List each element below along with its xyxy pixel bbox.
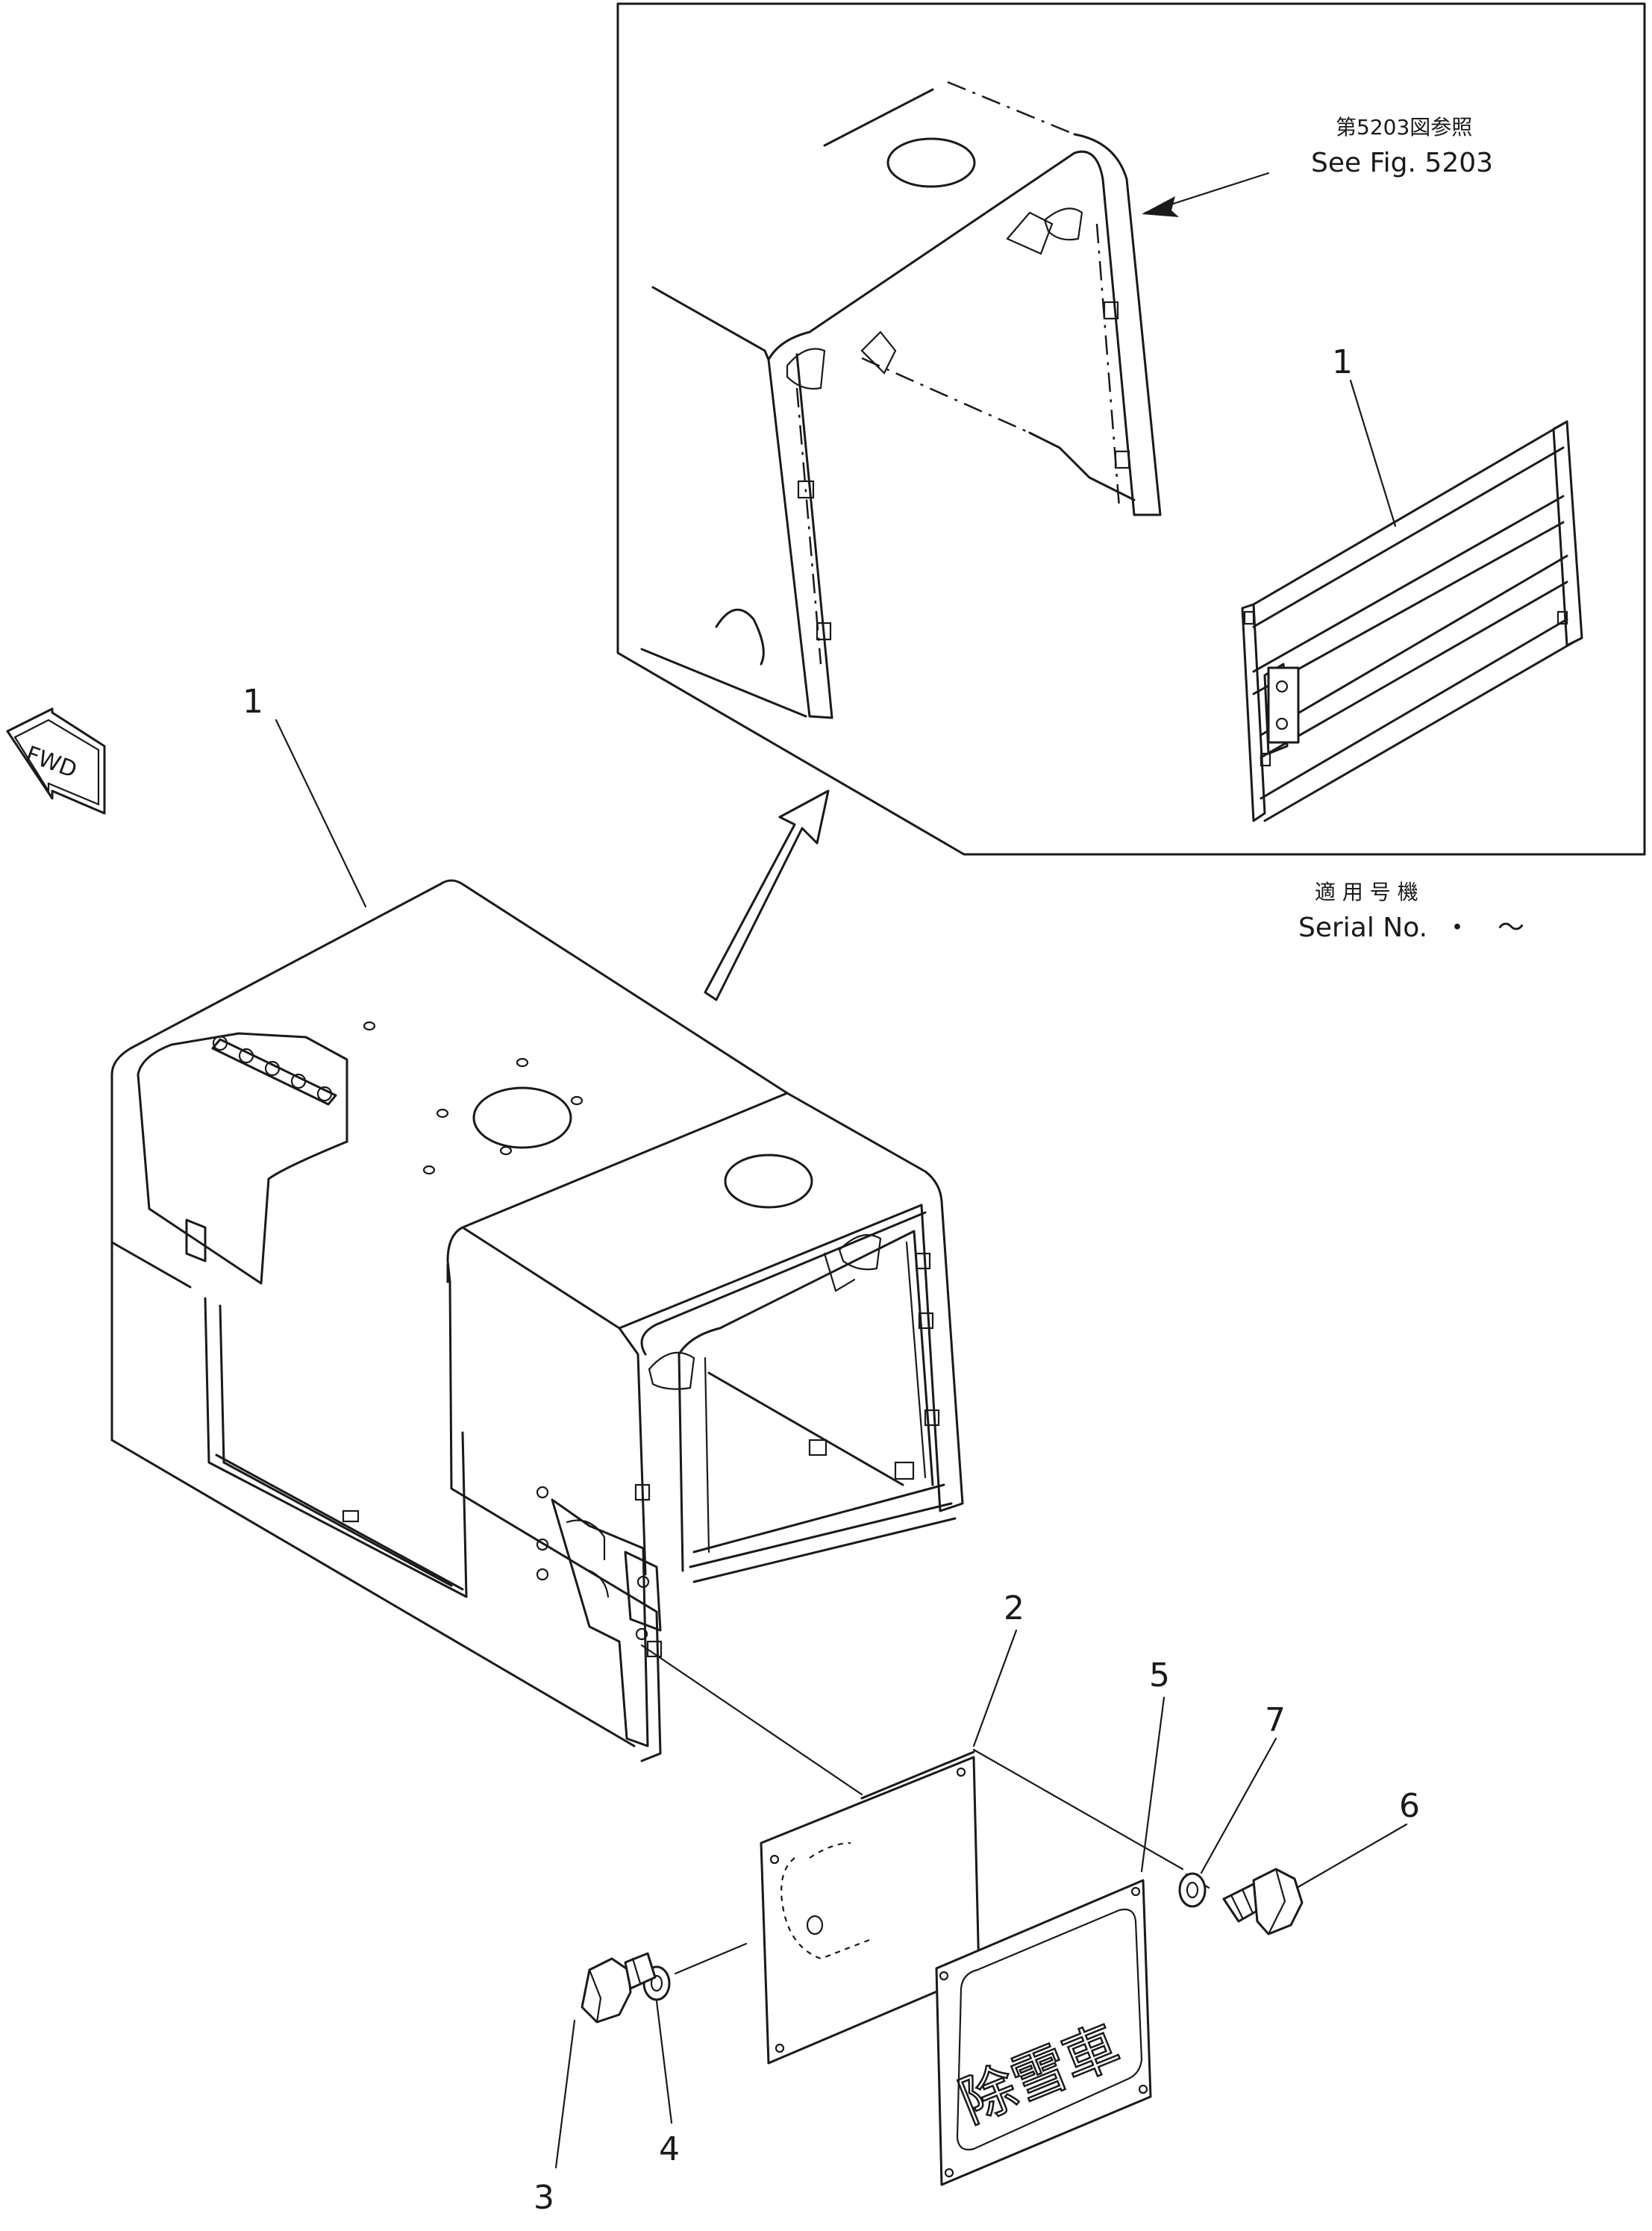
washer-right [1178,1872,1207,1908]
callout-4: 4 [659,2130,680,2168]
reference-en: See Fig. 5203 [1311,148,1493,178]
filler-hole [724,1154,813,1209]
exhaust-hole [472,1086,572,1149]
view-arrow [704,789,830,1001]
inset-frame [616,2,1646,856]
serial-number-note: 適 用 号 機 Serial No. ・ ～ [1298,880,1524,943]
reference-arrowhead [1142,196,1179,217]
callout-5-leader [1140,1696,1166,1873]
reference-jp: 第5203図参照 [1336,115,1472,140]
callout-3-leader [554,2019,576,2169]
callout-6: 6 [1399,1787,1420,1825]
washer-left-assembly-line [674,1942,748,1975]
serial-label-jp: 適 用 号 機 [1315,880,1418,904]
bolt-left [581,1952,657,2024]
cover-plate [760,1750,980,2065]
fwd-arrow: FWD [6,707,106,815]
inset-detail: 第5203図参照 See Fig. 5203 1 [616,2,1646,856]
inset-callout-1: 1 [1332,343,1353,381]
hinge [185,1035,337,1262]
inset-grille [1241,420,1583,822]
sign-plate: 除雪車 [935,1879,1152,2186]
callout-1-leader [275,719,367,908]
hood-assembly [110,879,964,1762]
callout-7-leader [1200,1737,1277,1874]
callout-1: 1 [243,683,263,721]
callout-2: 2 [1004,1589,1024,1627]
assembly-line [972,1748,1184,1871]
callout-7: 7 [1265,1701,1286,1739]
inset-callout-leader [1349,379,1397,528]
serial-range: ・ ～ [1444,913,1524,943]
callout-4-leader [655,2000,673,2124]
callout-6-leader [1295,1823,1408,1889]
callout-5: 5 [1149,1656,1170,1695]
inset-hood [640,81,1162,719]
callout-3: 3 [534,2179,554,2217]
assembly-line [640,1644,863,1796]
serial-label-en: Serial No. [1298,913,1427,943]
fwd-label: FWD [22,741,81,783]
callout-2-leader [972,1629,1018,1747]
bolt-right [1222,1868,1304,1936]
